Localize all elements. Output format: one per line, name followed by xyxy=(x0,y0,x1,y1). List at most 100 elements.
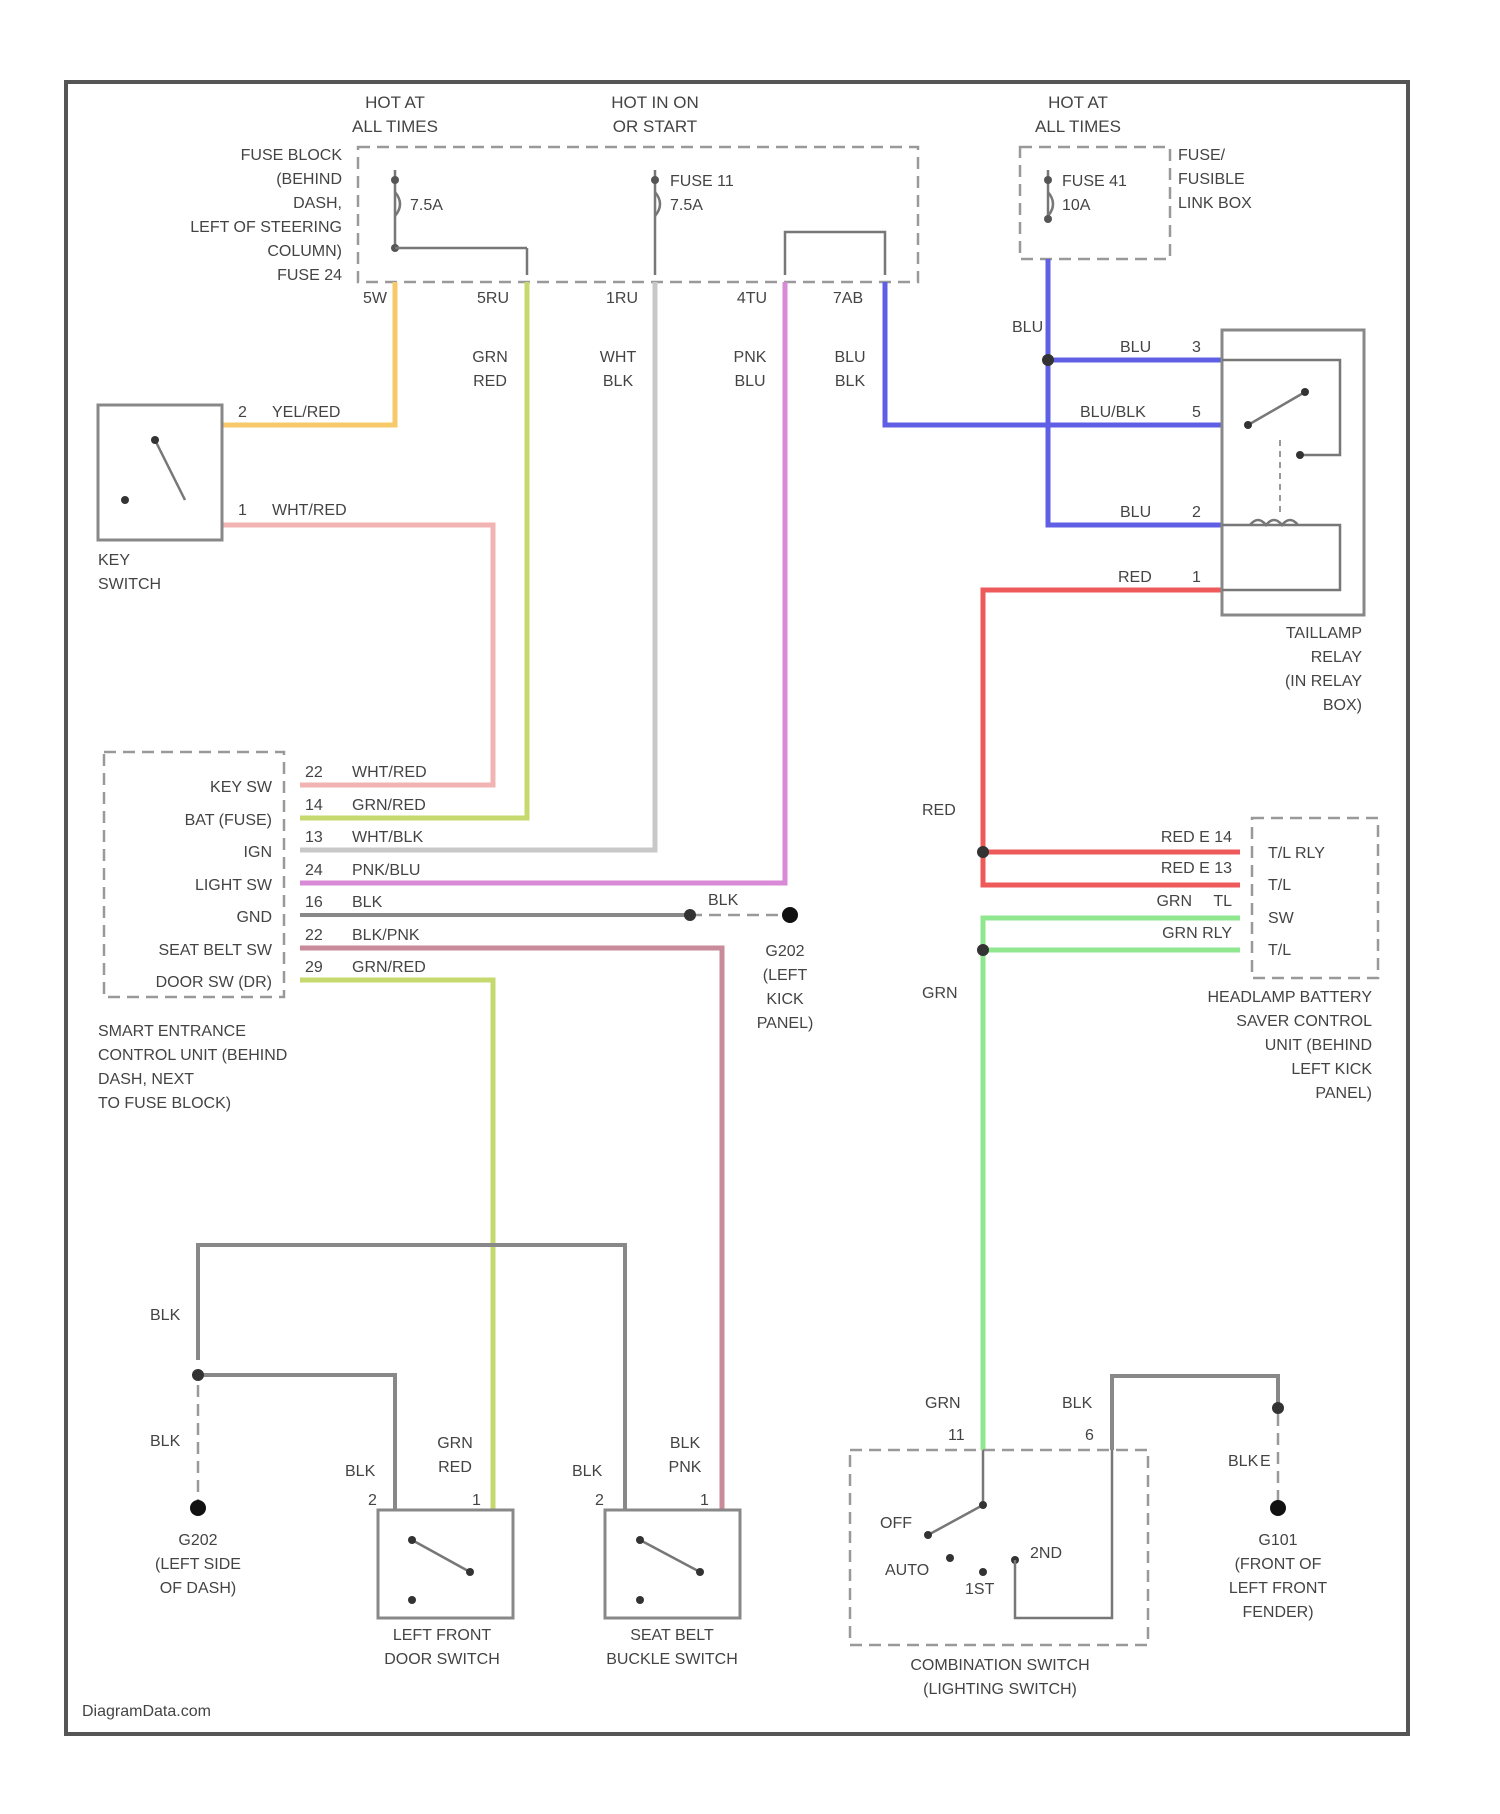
pin-1ru: 1RU xyxy=(606,290,638,307)
blk-left-1: BLK xyxy=(150,1307,181,1324)
comb-blk: BLK xyxy=(1062,1395,1093,1412)
secu-wire-labels: WHT/RED GRN/RED WHT/BLK PNK/BLU BLK BLK/… xyxy=(352,764,427,976)
fuse-block-outline xyxy=(358,147,918,282)
pin-5w: 5W xyxy=(363,290,388,307)
splice-grn xyxy=(977,944,989,956)
taillamp-relay-label-3: (IN RELAY xyxy=(1285,673,1362,690)
fuse-41-label: FUSE 41 xyxy=(1062,173,1127,190)
secu-term-seat-belt-sw: SEAT BELT SW xyxy=(158,942,272,959)
g101-label-4: FENDER) xyxy=(1242,1604,1313,1621)
belt-switch-label-2: BUCKLE SWITCH xyxy=(606,1651,738,1668)
relay-coil-path xyxy=(1222,525,1340,590)
belt-switch-label-1: SEAT BELT xyxy=(630,1627,714,1644)
door-switch-label-2: DOOR SWITCH xyxy=(384,1651,500,1668)
secu-pin-13: 13 xyxy=(305,829,323,846)
hbs-wire-grn-rly: GRN RLY xyxy=(1162,925,1232,942)
combination-switch-outline xyxy=(850,1450,1148,1645)
label-grn-red-2: RED xyxy=(473,373,507,390)
hbs-term-tl-1: T/L xyxy=(1268,877,1291,894)
label-pnk-blu-2: BLU xyxy=(734,373,765,390)
watermark: DiagramData.com xyxy=(82,1703,211,1720)
secu-pin-14: 14 xyxy=(305,797,323,814)
belt-blk-pnk-1: BLK xyxy=(670,1435,701,1452)
secu-wire-blk-pnk: BLK/PNK xyxy=(352,927,420,944)
hbs-wire-grn: GRN xyxy=(1156,893,1192,910)
door-grn-red-2: RED xyxy=(438,1459,472,1476)
relay-pin-2: 2 xyxy=(1192,504,1201,521)
comb-1st: 1ST xyxy=(965,1581,995,1598)
wire-blu-fuse41 xyxy=(1048,259,1222,525)
hot-at-all-times-1-line1: HOT AT xyxy=(365,93,425,112)
secu-term-bat: BAT (FUSE) xyxy=(185,812,272,829)
comb-switch-label-1: COMBINATION SWITCH xyxy=(910,1657,1089,1674)
g202-dash-label-2: (LEFT SIDE xyxy=(155,1556,241,1573)
g101-label-2: (FRONT OF xyxy=(1235,1556,1322,1573)
hbs-name-4: LEFT KICK xyxy=(1291,1061,1372,1078)
wire-wht-red xyxy=(222,525,493,785)
left-front-door-switch xyxy=(378,1510,513,1618)
comb-switch-label-2: (LIGHTING SWITCH) xyxy=(923,1681,1077,1698)
g202-kick-label-2: (LEFT xyxy=(763,967,808,984)
secu-name-4: TO FUSE BLOCK) xyxy=(98,1095,231,1112)
g101-pin-e: E xyxy=(1260,1453,1271,1470)
g202-kick-label-1: G202 xyxy=(765,943,804,960)
secu-pin-24: 24 xyxy=(305,862,323,879)
wire-blu-blk xyxy=(885,282,1222,425)
key-pin-2: 2 xyxy=(238,404,247,421)
hbs-wire-red-e14: RED E 14 xyxy=(1161,829,1232,846)
label-wht-blk-1: WHT xyxy=(600,349,637,366)
taillamp-relay-label-4: BOX) xyxy=(1323,697,1362,714)
g101-blk: BLK xyxy=(1228,1453,1259,1470)
splice-blu xyxy=(1042,354,1054,366)
wire-blk-ground xyxy=(198,1245,625,1510)
secu-term-ign: IGN xyxy=(244,844,272,861)
comb-pin-6: 6 xyxy=(1085,1427,1094,1444)
fuse-block xyxy=(358,147,918,282)
pin-7ab: 7AB xyxy=(833,290,863,307)
comb-pin-11: 11 xyxy=(948,1427,965,1444)
hot-in-on-line1: HOT IN ON xyxy=(611,93,699,112)
hbs-term-tl-rly: T/L RLY xyxy=(1268,845,1325,862)
belt-pin-2: 2 xyxy=(595,1492,604,1509)
g202-kick-label-3: KICK xyxy=(766,991,804,1008)
wire-blk-g101 xyxy=(1112,1376,1278,1450)
hbs-wire-red-e13: RED E 13 xyxy=(1161,860,1232,877)
secu-wire-grn-red: GRN/RED xyxy=(352,797,426,814)
door-pin-2: 2 xyxy=(368,1492,377,1509)
wire-blk-door xyxy=(198,1375,395,1510)
secu-wire-blk: BLK xyxy=(352,894,383,911)
fusible-link-box-outline xyxy=(1020,147,1170,259)
fusible-link-label-3: LINK BOX xyxy=(1178,195,1252,212)
splice-red xyxy=(977,846,989,858)
relay-blublk-5: BLU/BLK xyxy=(1080,404,1146,421)
comb-2nd: 2ND xyxy=(1030,1545,1062,1562)
relay-blu-2: BLU xyxy=(1120,504,1151,521)
hbs-name-1: HEADLAMP BATTERY xyxy=(1208,989,1373,1006)
hbs-terminals: T/L RLY T/L SW T/L xyxy=(1268,845,1325,959)
hbs-wire-tl: TL xyxy=(1213,893,1232,910)
combination-switch-contacts xyxy=(924,1450,1112,1618)
secu-wire-wht-red: WHT/RED xyxy=(352,764,427,781)
label-blu-blk-2: BLK xyxy=(835,373,866,390)
key-pin-1: 1 xyxy=(238,502,247,519)
g202-kick-ground-icon xyxy=(782,907,798,923)
secu-wire-grn-red-door: GRN/RED xyxy=(352,959,426,976)
splice-gnd-kick xyxy=(684,909,696,921)
relay-pin-5: 5 xyxy=(1192,404,1201,421)
secu-name-1: SMART ENTRANCE xyxy=(98,1023,246,1040)
fusible-link-label-2: FUSIBLE xyxy=(1178,171,1245,188)
hbs-name-2: SAVER CONTROL xyxy=(1236,1013,1372,1030)
secu-name-2: CONTROL UNIT (BEHIND xyxy=(98,1047,287,1064)
secu-term-gnd: GND xyxy=(236,909,272,926)
secu-pin-22b: 22 xyxy=(305,927,323,944)
seat-belt-buckle-switch xyxy=(605,1510,740,1618)
fuse-41-rating: 10A xyxy=(1062,197,1091,214)
comb-auto: AUTO xyxy=(885,1562,929,1579)
wire-blk-pnk xyxy=(300,948,722,1510)
belt-pin-1: 1 xyxy=(700,1492,709,1509)
key-yel-red: YEL/RED xyxy=(272,404,340,421)
secu-pins: 22 14 13 24 16 22 29 xyxy=(305,764,323,976)
secu-wire-wht-blk: WHT/BLK xyxy=(352,829,423,846)
key-switch-label-2: SWITCH xyxy=(98,576,161,593)
wire-pnk-blu xyxy=(300,282,785,883)
